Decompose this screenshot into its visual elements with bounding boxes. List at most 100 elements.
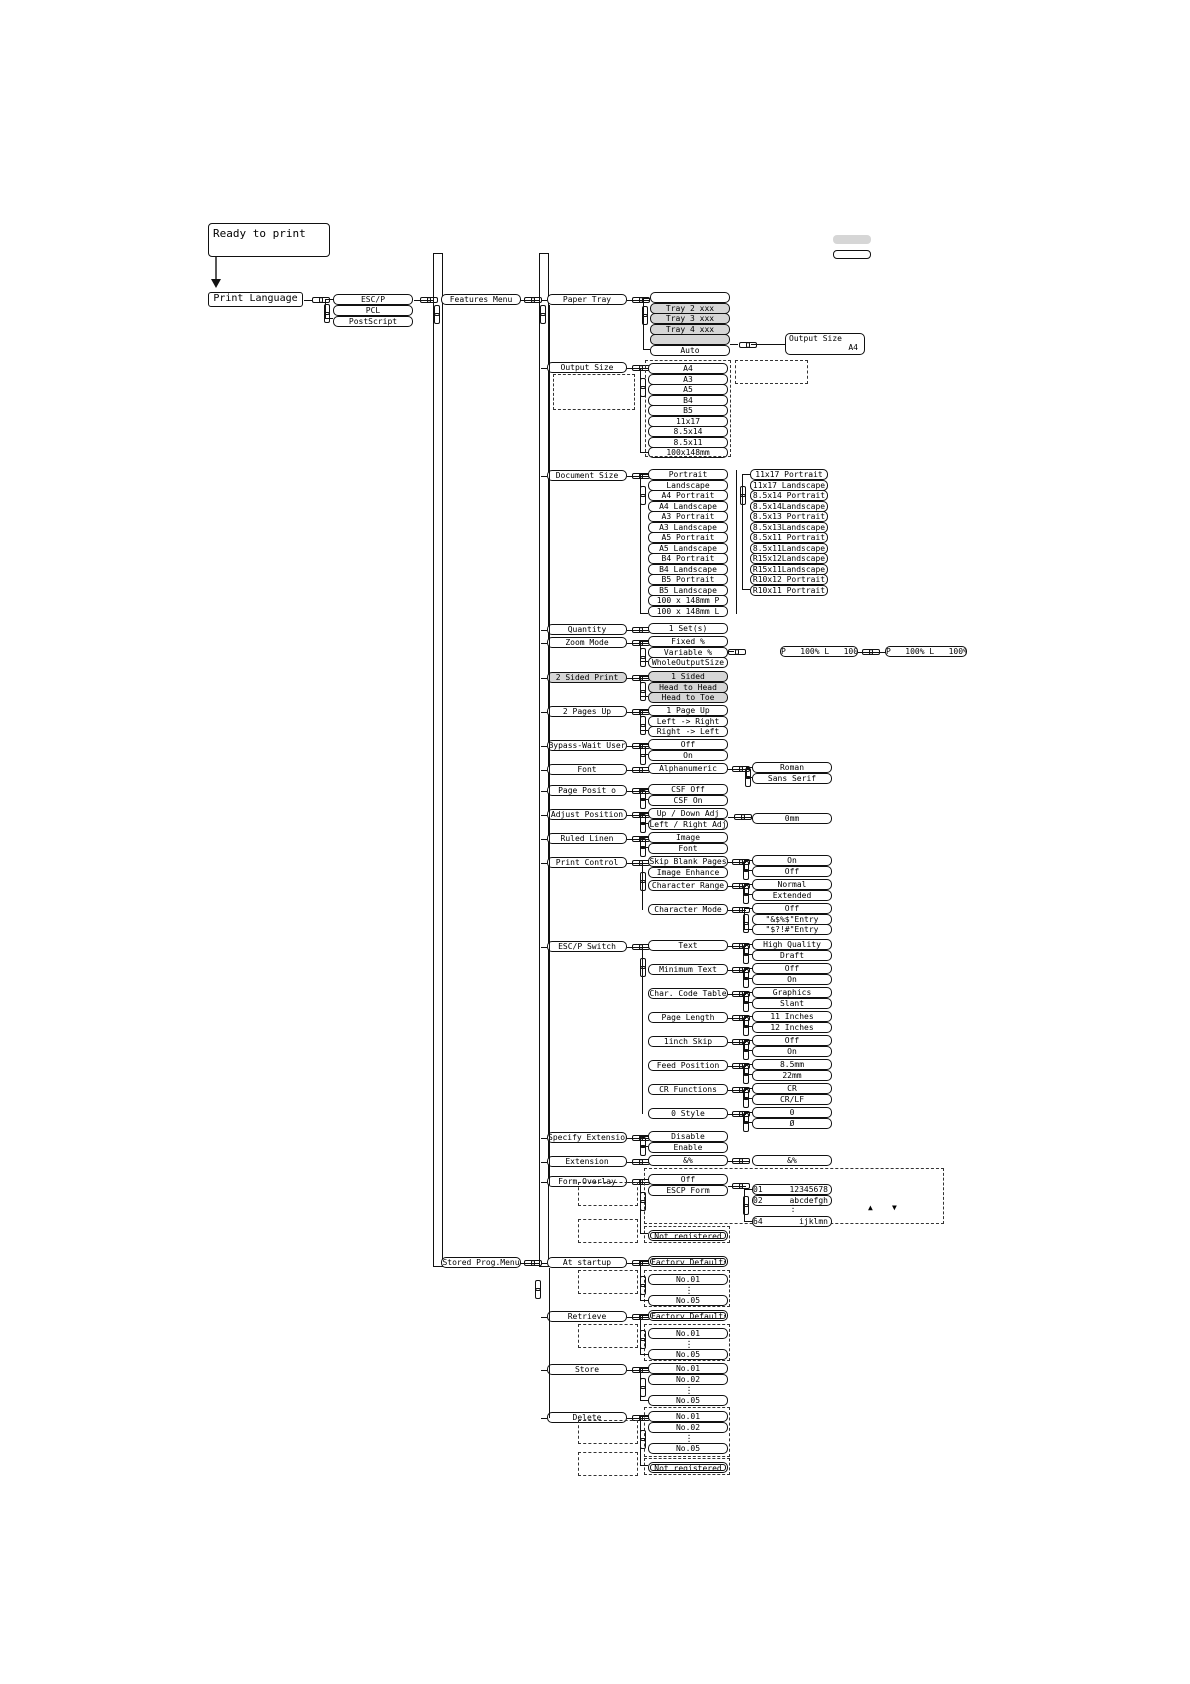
feature-item-8[interactable]: Font — [547, 764, 627, 775]
popup-line2: A4 — [848, 343, 858, 352]
feature-item-5[interactable]: 2 Sided Print — [547, 672, 627, 683]
key-vertical-icon — [640, 958, 646, 969]
key-vertical-icon — [434, 313, 440, 324]
escp-form-no: 01 — [753, 1185, 763, 1194]
two-sided-option-1: Head to Head — [648, 681, 728, 693]
connector-line — [728, 1018, 746, 1019]
language-option-0[interactable]: ESC/P — [333, 294, 413, 305]
connector-line — [728, 1114, 746, 1115]
placeholder-box — [578, 1420, 638, 1444]
feature-item-3[interactable]: Quantity — [547, 624, 627, 635]
connector-line — [414, 300, 433, 301]
feature-item-7[interactable]: Bypass-Wait User — [547, 740, 627, 751]
bypass-option-1: On — [648, 749, 728, 761]
skip-blank-val-1: Off — [752, 865, 832, 877]
key-vertical-icon — [324, 312, 330, 323]
key-vertical-icon — [640, 872, 646, 883]
feature-item-0[interactable]: Paper Tray — [547, 294, 627, 305]
connector-line — [541, 368, 547, 369]
escp-switch-val-1-1: On — [752, 973, 832, 985]
document-size-option-13: 100 x 148mm L — [648, 605, 728, 617]
key-vertical-icon — [640, 966, 646, 977]
key-vertical-icon — [434, 305, 440, 316]
placeholder-box — [578, 1324, 638, 1348]
feature-item-14[interactable]: Specify Extension — [547, 1132, 627, 1143]
feature-item-11[interactable]: Ruled Linen — [547, 833, 627, 844]
connector-line — [541, 1370, 547, 1371]
placeholder-box — [553, 374, 635, 410]
document-size-option-5: A3 Landscape — [648, 521, 728, 533]
feature-item-4[interactable]: Zoom Mode — [547, 637, 627, 648]
feature-item-9[interactable]: Page Posit o — [547, 785, 627, 796]
key-pair-icon — [312, 297, 323, 303]
feature-item-15[interactable]: Extension — [547, 1156, 627, 1167]
paper-tray-option-2: Tray 3 xxx — [650, 313, 730, 324]
key-vertical-icon — [640, 790, 646, 801]
feature-item-1[interactable]: Output Size — [547, 362, 627, 373]
escp-switch-val-0-1: Draft — [752, 949, 832, 961]
startup-no01: No.01 — [648, 1274, 728, 1285]
paper-tray-option-1: Tray 2 xxx — [650, 302, 730, 314]
features-menu-item[interactable]: Features Menu — [441, 294, 521, 305]
connector-line — [541, 770, 547, 771]
delete-no02: No.02 — [648, 1422, 728, 1433]
feature-item-12[interactable]: Print Control — [547, 857, 627, 868]
key-vertical-icon — [642, 314, 648, 325]
key-vertical-icon — [743, 861, 749, 872]
escp-switch-val-5-0: 8.5mm — [752, 1059, 832, 1070]
feature-item-2[interactable]: Document Size — [547, 470, 627, 481]
key-vertical-icon — [743, 1017, 749, 1028]
document-size-option-2: A4 Portrait — [648, 490, 728, 501]
connector-line — [627, 815, 650, 816]
language-option-2[interactable]: PostScript — [333, 316, 413, 327]
features-rail — [433, 253, 443, 1267]
connector-line — [627, 368, 650, 369]
adjust-position-option-0: Up / Down Adj — [648, 808, 728, 819]
connector-line — [304, 300, 312, 301]
key-vertical-icon — [743, 1089, 749, 1100]
feature-item-16[interactable]: Form Overlay — [547, 1176, 627, 1187]
escp-switch-val-3-1: 12 Inches — [752, 1021, 832, 1033]
paper-tray-option-4 — [650, 334, 730, 345]
key-vertical-icon — [743, 869, 749, 880]
escp-switch-val-6-0: CR — [752, 1083, 832, 1094]
stored-item-3[interactable]: Delete — [547, 1412, 627, 1423]
stored-item-2[interactable]: Store — [547, 1364, 627, 1375]
connector-line — [627, 1418, 650, 1419]
paper-tray-option-0 — [650, 292, 730, 303]
escp-switch-option-7: 0 Style — [648, 1108, 728, 1119]
key-vertical-icon — [640, 1192, 646, 1203]
stored-item-0[interactable]: At startup — [547, 1257, 627, 1268]
connector-line — [728, 862, 746, 863]
feature-item-10[interactable]: Adjust Position — [547, 809, 627, 820]
feature-item-6[interactable]: 2 Pages Up — [547, 706, 627, 717]
document-size-option-10: B5 Portrait — [648, 574, 728, 585]
submenu-rail — [539, 253, 549, 1267]
print-language-item[interactable]: Print Language — [208, 292, 303, 307]
language-option-1[interactable]: PCL — [333, 305, 413, 316]
escp-form-no: 02 — [753, 1196, 763, 1205]
connector-line — [627, 1138, 650, 1139]
retrieve-no01: No.01 — [648, 1328, 728, 1339]
feature-item-13[interactable]: ESC/P Switch — [547, 941, 627, 952]
stored-item-1[interactable]: Retrieve — [547, 1311, 627, 1322]
key-pair-icon — [746, 342, 757, 348]
key-vertical-icon — [640, 754, 646, 765]
escp-switch-val-6-1: CR/LF — [752, 1093, 832, 1105]
list-bracket — [742, 474, 750, 590]
key-vertical-icon — [743, 977, 749, 988]
char-range-val-1: Extended — [752, 889, 832, 901]
document-size-ext-option-7: 8.5x11Landscape — [750, 542, 828, 554]
escp-switch-val-5-1: 22mm — [752, 1069, 832, 1081]
escp-switch-val-4-0: Off — [752, 1035, 832, 1046]
stored-prog-menu-item[interactable]: Stored Prog.Menu — [441, 1257, 521, 1268]
connector-line — [627, 839, 650, 840]
form-overlay-option-1: ESCP Form — [648, 1184, 728, 1196]
print-control-option-a-0: Skip Blank Pages — [648, 856, 728, 867]
ruled-linen-option-1: Font — [648, 842, 728, 854]
connector-line — [627, 770, 650, 771]
connector-line — [541, 712, 547, 713]
